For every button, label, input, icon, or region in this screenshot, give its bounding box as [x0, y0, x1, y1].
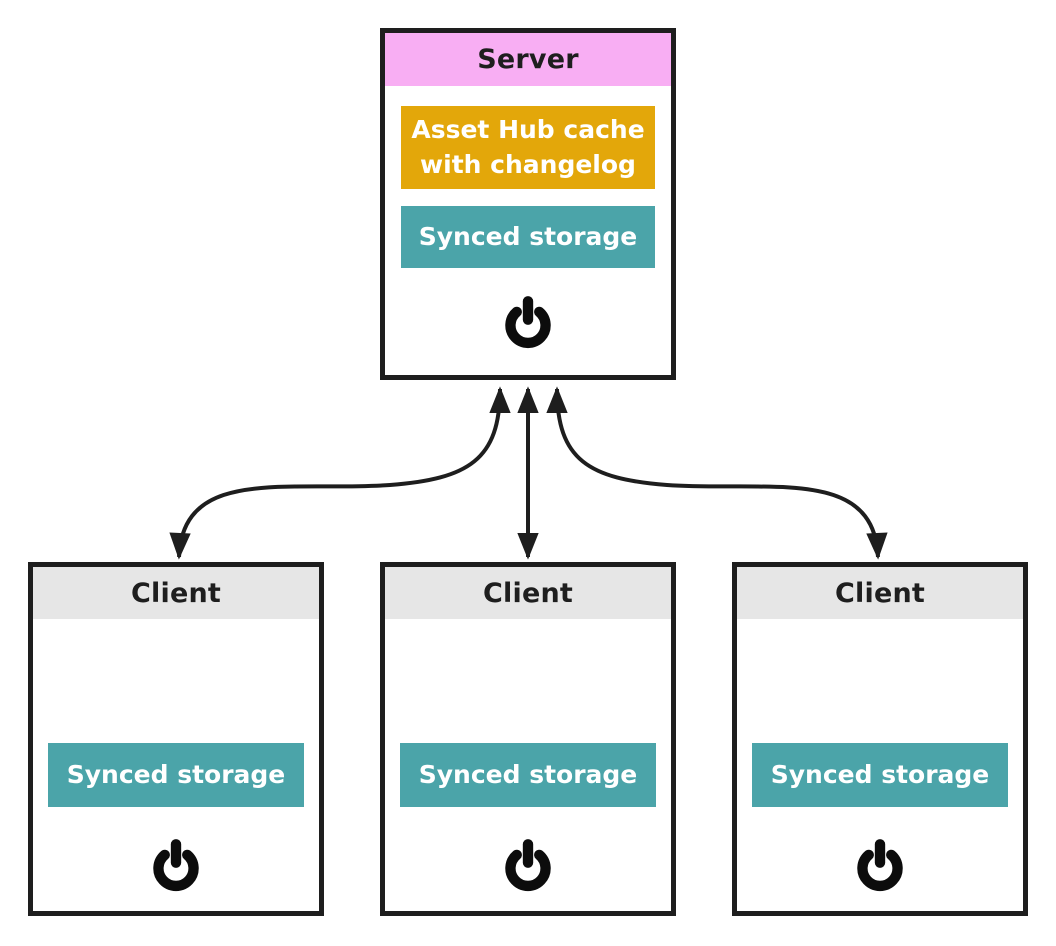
server-cache-module: Asset Hub cache with changelog: [401, 106, 655, 189]
client-title: Client: [737, 567, 1023, 619]
power-icon: [737, 838, 1023, 892]
power-icon: [385, 838, 671, 892]
server-node: Server Asset Hub cache with changelog Sy…: [380, 28, 676, 380]
client-storage-module: Synced storage: [400, 743, 656, 807]
power-icon: [33, 838, 319, 892]
client-node-2: Client Synced storage: [380, 562, 676, 916]
power-icon: [385, 295, 671, 349]
client-title: Client: [385, 567, 671, 619]
client-node-3: Client Synced storage: [732, 562, 1028, 916]
server-storage-module: Synced storage: [401, 206, 655, 268]
arrow-server-client-left: [169, 386, 511, 560]
arrow-server-client-right: [546, 386, 888, 560]
server-title: Server: [385, 33, 671, 86]
client-storage-module: Synced storage: [48, 743, 304, 807]
client-title: Client: [33, 567, 319, 619]
client-node-1: Client Synced storage: [28, 562, 324, 916]
client-storage-module: Synced storage: [752, 743, 1008, 807]
